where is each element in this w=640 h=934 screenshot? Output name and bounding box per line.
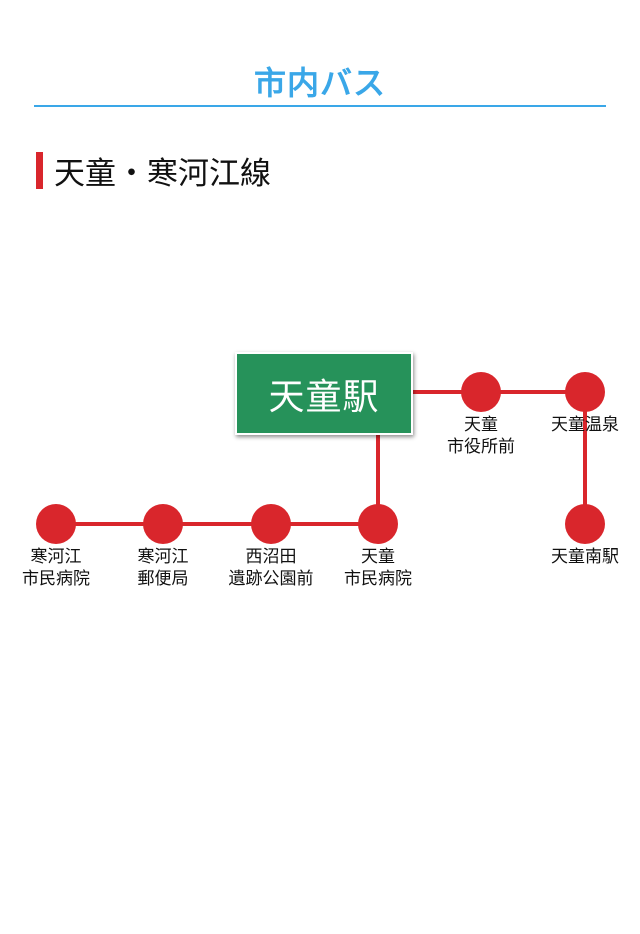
- stop-sagae-yubinkyoku[interactable]: [143, 504, 183, 544]
- stop-label-sagae-shimin-byoin: 寒河江 市民病院: [22, 547, 90, 589]
- stop-label-tendo-shiyakusho-mae: 天童 市役所前: [447, 415, 515, 457]
- route-line-onsen-to-minami: [583, 391, 587, 524]
- route-title-marker: [36, 152, 43, 189]
- route-line-west: [56, 522, 378, 526]
- stop-tendo-shimin-byoin[interactable]: [358, 504, 398, 544]
- stop-label-tendo-onsen: 天童温泉: [551, 415, 619, 435]
- stop-tendo-minami-eki[interactable]: [565, 504, 605, 544]
- stop-label-sagae-yubinkyoku: 寒河江 郵便局: [137, 547, 189, 589]
- stop-tendo-shiyakusho-mae[interactable]: [461, 372, 501, 412]
- stop-tendo-onsen[interactable]: [565, 372, 605, 412]
- stop-label-tendo-shimin-byoin: 天童 市民病院: [344, 547, 412, 589]
- stop-nishinumata-iseki-koen-mae[interactable]: [251, 504, 291, 544]
- stop-label-nishinumata-iseki-koen-mae: 西沼田 遺跡公園前: [228, 547, 314, 589]
- stop-sagae-shimin-byoin[interactable]: [36, 504, 76, 544]
- route-title: 天童・寒河江線: [54, 156, 271, 192]
- header-divider: [34, 105, 606, 107]
- page-title: 市内バス: [253, 64, 386, 102]
- station-tendo[interactable]: 天童駅: [235, 352, 413, 435]
- route-line-station-to-hospital: [376, 431, 380, 524]
- stop-label-tendo-minami-eki: 天童南駅: [551, 547, 619, 567]
